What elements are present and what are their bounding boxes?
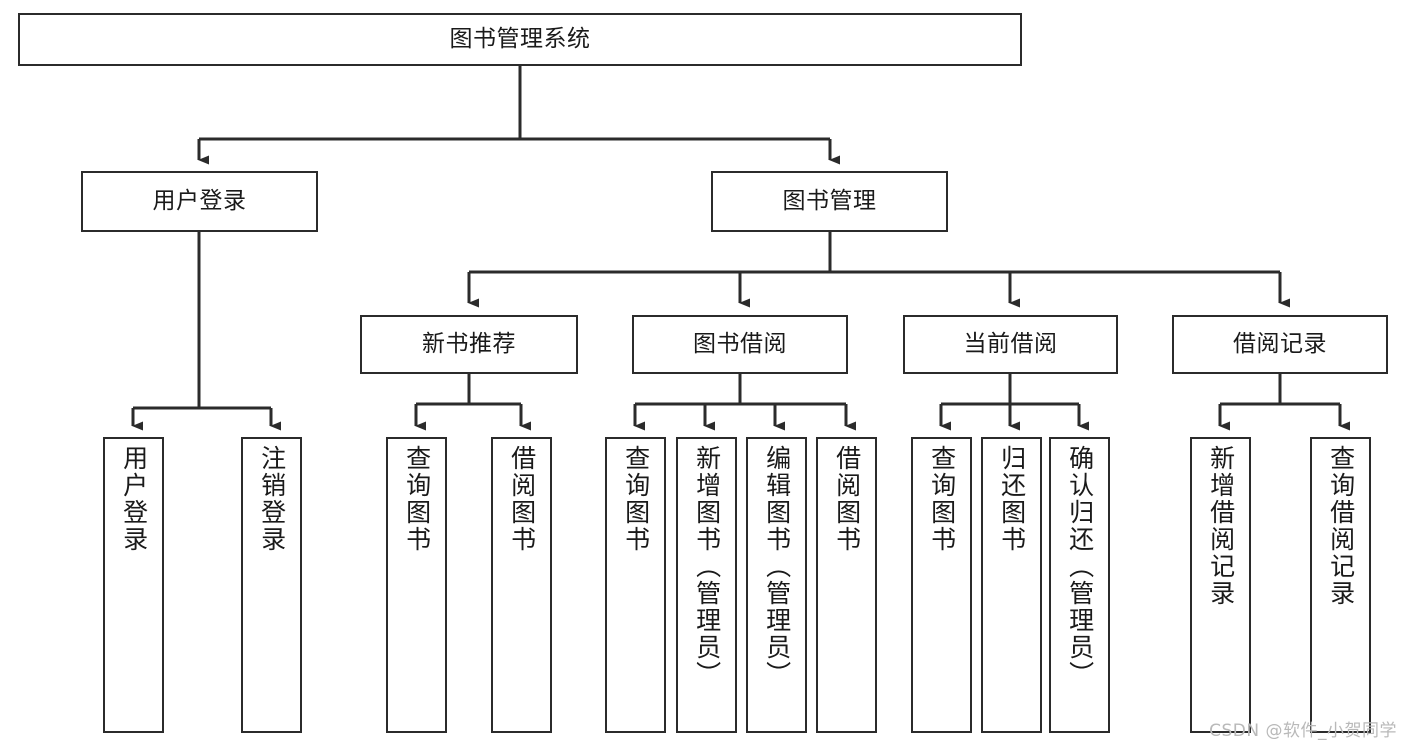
node-leaf-add-record-label: 新增借阅记录: [1206, 445, 1236, 607]
node-leaf-return-book-label: 归还图书: [997, 445, 1027, 553]
node-leaf-query-book-2[interactable]: 查询图书: [605, 437, 666, 733]
node-leaf-logout-login[interactable]: 注销登录: [241, 437, 302, 733]
node-leaf-borrow-book-2-label: 借阅图书: [832, 445, 862, 553]
node-leaf-query-record-label: 查询借阅记录: [1326, 445, 1356, 607]
node-leaf-borrow-book-1[interactable]: 借阅图书: [491, 437, 552, 733]
node-leaf-add-record[interactable]: 新增借阅记录: [1190, 437, 1251, 733]
node-leaf-query-book-3-label: 查询图书: [927, 445, 957, 553]
node-leaf-add-book-label: 新增图书（管理员）: [692, 445, 722, 688]
node-current-borrow[interactable]: 当前借阅: [903, 315, 1118, 374]
node-leaf-confirm-return[interactable]: 确认归还（管理员）: [1049, 437, 1110, 733]
node-borrow-record-label: 借阅记录: [1233, 330, 1327, 357]
node-book-borrow-label: 图书借阅: [693, 330, 787, 357]
node-book-manage[interactable]: 图书管理: [711, 171, 948, 232]
node-leaf-edit-book-label: 编辑图书（管理员）: [762, 445, 792, 688]
node-root[interactable]: 图书管理系统: [18, 13, 1022, 66]
node-leaf-edit-book[interactable]: 编辑图书（管理员）: [746, 437, 807, 733]
node-borrow-record[interactable]: 借阅记录: [1172, 315, 1388, 374]
node-leaf-borrow-book-1-label: 借阅图书: [507, 445, 537, 553]
node-leaf-query-book-3[interactable]: 查询图书: [911, 437, 972, 733]
node-leaf-query-record[interactable]: 查询借阅记录: [1310, 437, 1371, 733]
node-leaf-confirm-return-label: 确认归还（管理员）: [1065, 445, 1095, 688]
node-leaf-add-book[interactable]: 新增图书（管理员）: [676, 437, 737, 733]
node-leaf-user-login[interactable]: 用户登录: [103, 437, 164, 733]
watermark-text: CSDN @软件_小贺同学: [1209, 721, 1397, 741]
node-user-login-label: 用户登录: [152, 187, 247, 214]
node-leaf-return-book[interactable]: 归还图书: [981, 437, 1042, 733]
node-book-manage-label: 图书管理: [782, 187, 877, 214]
node-root-label: 图书管理系统: [449, 25, 591, 52]
node-leaf-logout-login-label: 注销登录: [257, 445, 287, 553]
node-current-borrow-label: 当前借阅: [963, 330, 1058, 357]
node-leaf-borrow-book-2[interactable]: 借阅图书: [816, 437, 877, 733]
node-book-borrow[interactable]: 图书借阅: [632, 315, 848, 374]
node-leaf-query-book-1-label: 查询图书: [402, 445, 432, 553]
node-new-book-recommend[interactable]: 新书推荐: [360, 315, 578, 374]
node-leaf-query-book-2-label: 查询图书: [621, 445, 651, 553]
node-leaf-user-login-label: 用户登录: [119, 445, 149, 553]
node-leaf-query-book-1[interactable]: 查询图书: [386, 437, 447, 733]
node-new-book-recommend-label: 新书推荐: [422, 330, 516, 357]
node-user-login[interactable]: 用户登录: [81, 171, 318, 232]
